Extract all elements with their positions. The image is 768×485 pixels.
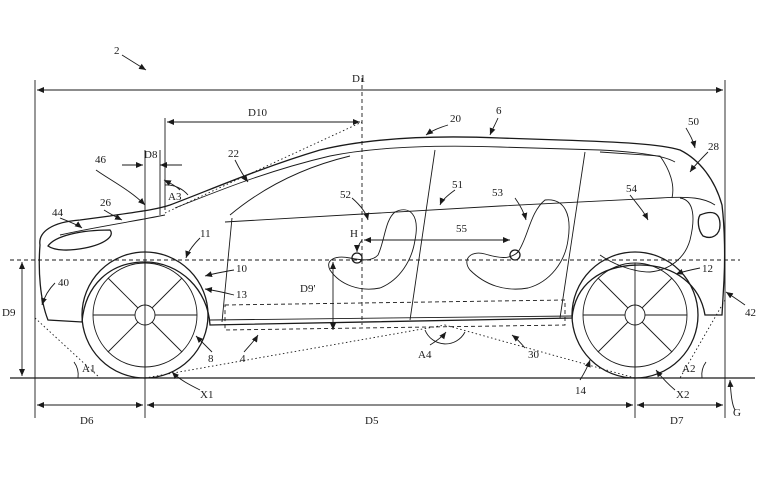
- leader-g: [727, 379, 736, 411]
- leader-44: [59, 217, 83, 229]
- ref-20-label: 20: [450, 113, 462, 125]
- ref-46-label: 46: [95, 154, 107, 166]
- d6-label: D6: [80, 415, 94, 427]
- hood-line: [59, 214, 166, 236]
- windshield-line: [229, 155, 351, 216]
- roof-inner-line: [174, 145, 676, 209]
- leader-a4: [429, 331, 447, 346]
- figure-number-label: 2: [114, 45, 120, 57]
- ref-13-label: 13: [236, 289, 248, 301]
- ground-label: G: [733, 407, 741, 419]
- ref-12-label: 12: [702, 263, 713, 275]
- h-point-label: H: [350, 228, 358, 240]
- leader-12: [675, 267, 701, 275]
- leader-26: [103, 209, 123, 221]
- b-pillar: [409, 149, 436, 321]
- leader-54: [629, 194, 649, 221]
- d10-label: D10: [248, 107, 267, 119]
- ref-10-label: 10: [236, 263, 248, 275]
- d9-label: D9: [2, 307, 16, 319]
- d9p-label: D9': [300, 283, 315, 295]
- ref-55-label: 55: [456, 223, 468, 235]
- leader-a3: [163, 179, 181, 191]
- front-spokes: [93, 263, 197, 367]
- h-point-rear: [509, 249, 521, 261]
- breakover-line-rear: [444, 324, 636, 379]
- ref-30-label: 30: [528, 349, 540, 361]
- ref-52-label: 52: [340, 189, 351, 201]
- c-pillar: [559, 151, 586, 319]
- front-door-line: [221, 217, 233, 323]
- leader-20: [425, 124, 449, 136]
- leader-14: [579, 359, 591, 381]
- ref-11-label: 11: [200, 228, 211, 240]
- ref-22-label: 22: [228, 148, 239, 160]
- a1-label: A1: [82, 363, 95, 375]
- approach-angle-line: [34, 317, 101, 379]
- x1-label: X1: [200, 389, 213, 401]
- figure-leader: [121, 54, 147, 71]
- ref-26-label: 26: [100, 197, 112, 209]
- car-body-outline: [38, 136, 726, 326]
- d1-label: D1: [352, 73, 365, 85]
- a3-sight-line: [164, 121, 363, 214]
- ref-4-label: 4: [240, 353, 246, 365]
- a1-arc: [73, 361, 79, 379]
- ref-8-label: 8: [208, 353, 214, 365]
- ref-53-label: 53: [492, 187, 504, 199]
- leader-4: [243, 334, 259, 353]
- rear-window: [599, 151, 674, 199]
- departure-angle-line: [679, 299, 726, 379]
- leader-50: [685, 127, 697, 149]
- leader-46: [95, 169, 146, 206]
- leader-10: [204, 269, 235, 277]
- ref-42-label: 42: [745, 307, 756, 319]
- leader-28: [689, 151, 709, 173]
- leader-x2: [655, 369, 676, 391]
- a4-arc: [424, 329, 466, 345]
- front-seat: [328, 209, 417, 290]
- h-point-front: [351, 252, 363, 264]
- x2-label: X2: [676, 389, 689, 401]
- ref-44-label: 44: [52, 207, 64, 219]
- rear-spokes: [583, 263, 687, 367]
- a2-arc: [701, 361, 707, 379]
- leader-6: [489, 117, 499, 136]
- a2-label: A2: [682, 363, 695, 375]
- leader-8: [195, 335, 213, 353]
- leader-51: [439, 189, 456, 206]
- d7-label: D7: [670, 415, 684, 427]
- breakover-line-front: [144, 324, 446, 379]
- leader-42: [725, 291, 746, 306]
- leader-x1: [171, 371, 201, 391]
- ref-6-label: 6: [496, 105, 502, 117]
- leader-h: [354, 239, 363, 253]
- side-sill: [209, 315, 573, 321]
- a4-label: A4: [418, 349, 432, 361]
- leader-53: [514, 197, 528, 221]
- leader-11: [185, 237, 201, 259]
- d5-label: D5: [365, 415, 379, 427]
- ref-51-label: 51: [452, 179, 463, 191]
- ref-14-label: 14: [575, 385, 587, 397]
- leader-52: [351, 197, 370, 221]
- a3-label: A3: [168, 191, 182, 203]
- ref-28-label: 28: [708, 141, 720, 153]
- belt-line: [224, 196, 716, 223]
- leader-30: [511, 334, 526, 349]
- ref-50-label: 50: [688, 116, 700, 128]
- ref-40-label: 40: [58, 277, 70, 289]
- d8-label: D8: [144, 149, 158, 161]
- leader-13: [204, 287, 235, 296]
- leader-22: [234, 159, 249, 183]
- tail-light: [697, 211, 721, 239]
- rear-seat: [466, 199, 570, 290]
- battery-outline: [224, 299, 566, 331]
- headlight: [47, 229, 112, 251]
- third-row-seat: [599, 197, 694, 273]
- leader-40: [41, 282, 56, 306]
- ref-54-label: 54: [626, 183, 638, 195]
